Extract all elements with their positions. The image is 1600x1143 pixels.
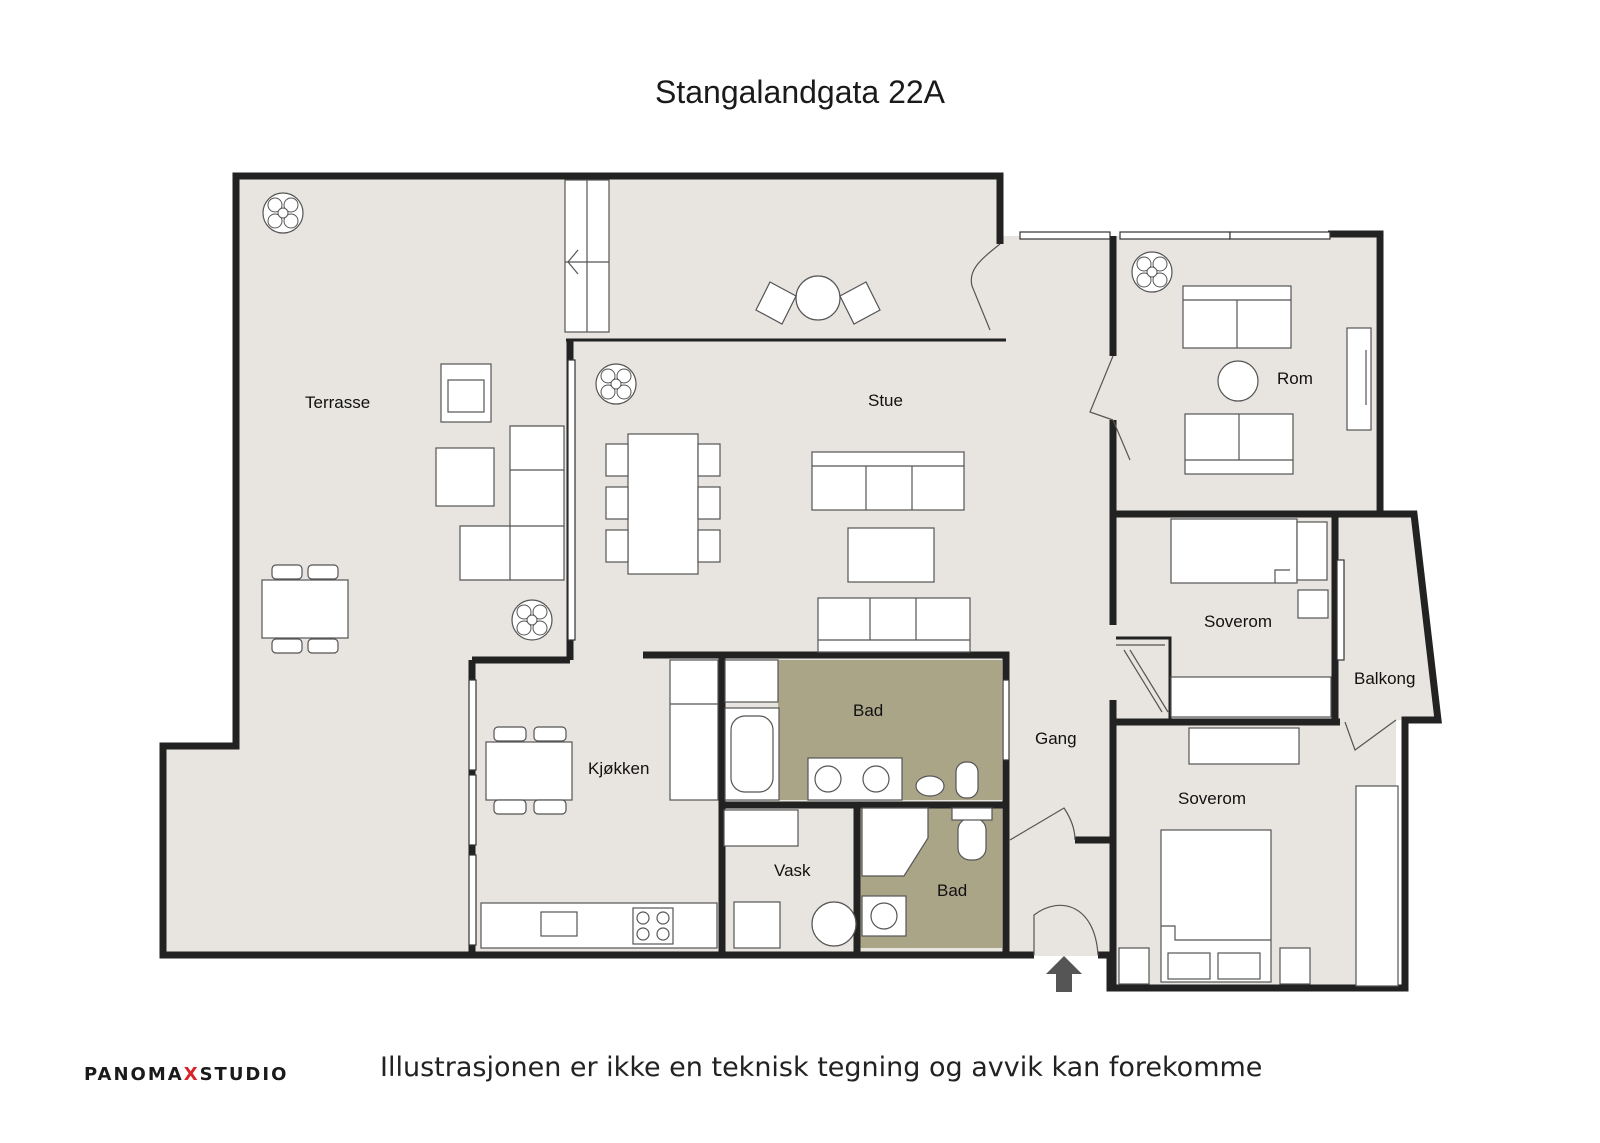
panomax-logo: PANOMAXSTUDIO bbox=[84, 1064, 288, 1085]
logo-text-left: PANOMA bbox=[84, 1064, 184, 1085]
room-label-soverom-1: Soverom bbox=[1204, 612, 1272, 631]
vask-fixtures bbox=[723, 809, 857, 949]
windows bbox=[468, 231, 1345, 946]
room-label-soverom-2: Soverom bbox=[1178, 789, 1246, 808]
terrasse-floor bbox=[163, 176, 1006, 952]
plan-title: Stangalandgata 22A bbox=[654, 74, 946, 110]
room-label-bad-1: Bad bbox=[853, 701, 883, 720]
room-label-terrasse: Terrasse bbox=[305, 393, 370, 412]
room-label-gang: Gang bbox=[1035, 729, 1077, 748]
room-label-vask: Vask bbox=[774, 861, 811, 880]
disclaimer-text: Illustrasjonen er ikke en teknisk tegnin… bbox=[380, 1052, 1263, 1083]
rom-furniture bbox=[1089, 285, 1372, 475]
bad2-fixtures bbox=[861, 807, 993, 937]
balkong-door bbox=[1344, 719, 1397, 751]
bad1-fixtures bbox=[669, 659, 979, 801]
plant-icon bbox=[595, 363, 637, 405]
terrace-furniture bbox=[261, 179, 881, 654]
plant-icon bbox=[511, 599, 553, 641]
gang-doors bbox=[1009, 807, 1099, 956]
kitchen-furniture bbox=[480, 726, 718, 949]
entrance-arrow-icon bbox=[1046, 956, 1082, 992]
room-label-stue: Stue bbox=[868, 391, 903, 410]
plant-icon bbox=[1131, 251, 1173, 293]
room-label-bad-2: Bad bbox=[937, 881, 967, 900]
soverom2-furniture bbox=[1118, 727, 1399, 987]
stue-furniture bbox=[605, 243, 1001, 653]
logo-text-x: X bbox=[183, 1064, 200, 1085]
room-label-rom: Rom bbox=[1277, 369, 1313, 388]
room-label-kjokken: Kjøkken bbox=[588, 759, 649, 778]
plant-icon bbox=[262, 192, 304, 234]
room-label-balkong: Balkong bbox=[1354, 669, 1415, 688]
logo-text-right: STUDIO bbox=[199, 1064, 289, 1085]
soverom1-furniture bbox=[1116, 518, 1332, 718]
